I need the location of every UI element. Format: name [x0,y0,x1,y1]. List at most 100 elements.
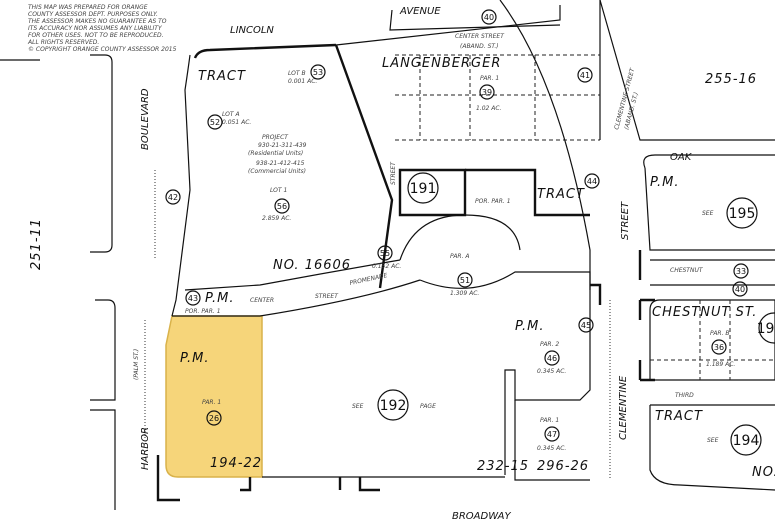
street-label-center: CENTER STREET [455,33,505,40]
tract-label: TRACT [198,69,246,84]
disclaimer-line: ALL RIGHTS RESERVED. [27,39,99,46]
map-page-number: 191 [410,181,437,197]
parcel-map-label: P.M. [515,319,545,334]
tract-number-label: NO. 16606 [273,258,351,273]
see-label: SEE [352,403,364,410]
map-page-195[interactable]: 195 [726,197,758,229]
book-page-ref: 255-16 [705,72,757,87]
svg-text:39: 39 [482,88,492,97]
svg-text:47: 47 [547,430,557,439]
street-label-street-lower: STREET [315,293,339,300]
parcel-52[interactable]: 52 [207,114,223,130]
street-label-palm: (PALM ST.) [133,349,140,380]
street-label-harbor: HARBOR [140,427,151,470]
acreage: 1.309 AC. [450,290,479,297]
street-label-avenue: AVENUE [399,6,441,17]
parcel-label: PAR. A [450,253,470,260]
project-apn: 938-21-412-415 [256,160,305,167]
parcel-36[interactable]: 36 [711,339,727,355]
map-page-number: 192 [380,398,407,414]
tract-label: TRACT [537,187,585,202]
project-apn: 930-21-311-439 [258,142,307,149]
parcel-label: PAR. 1 [540,417,559,424]
street-label-lincoln: LINCOLN [230,25,274,36]
lot-label: LOT A [222,111,240,118]
parcel-40b[interactable]: 40 [732,281,748,297]
parcel-label: POR. PAR. 1 [185,308,221,315]
parcel-43[interactable]: 43 [185,290,201,306]
street-label-oak: OAK [670,152,693,163]
street-label-street-mid: STREET [390,161,397,185]
page-label: PAGE [420,403,436,410]
disclaimer-line: THIS MAP WAS PREPARED FOR ORANGE [28,4,148,11]
langenberger-label: LANGENBERGER [382,56,501,71]
svg-text:53: 53 [313,68,323,77]
svg-text:40: 40 [484,13,494,22]
svg-text:43: 43 [188,294,198,303]
parcel-label: PAR. B [710,330,730,337]
parcel-33[interactable]: 33 [733,263,749,279]
parcel-55[interactable]: 55 [377,245,393,261]
book-page-ref: 251-11 [29,218,44,270]
parcel-44[interactable]: 44 [584,173,600,189]
street-label-boulevard: BOULEVARD [140,88,151,150]
parcel-45[interactable]: 45 [578,317,594,333]
svg-text:26: 26 [209,414,219,423]
parcel-40[interactable]: 40 [481,9,497,25]
svg-text:33: 33 [736,267,746,276]
street-label-aband: (ABAND. ST.) [460,43,499,50]
acreage: 0.152 AC. [372,263,401,270]
street-label-broadway: BROADWAY [452,511,511,520]
map-page-number: 195 [729,206,756,222]
parcel-46[interactable]: 46 [544,350,560,366]
disclaimer-line: FOR OTHER USES. NOT TO BE REPRODUCED. [28,32,164,39]
project-note: (Commercial Units) [248,168,306,175]
book-page-ref: 296-26 [537,459,589,474]
parcel-39[interactable]: 39 [479,84,495,100]
book-page-ref: 194-22 [210,456,262,471]
svg-text:55: 55 [380,249,390,258]
map-page-191[interactable]: 191 [407,172,439,204]
parcel-56[interactable]: 56 [274,198,290,214]
acreage: 0.345 AC. [537,368,566,375]
svg-text:56: 56 [277,202,287,211]
acreage: 0.051 AC. [222,119,251,126]
svg-text:41: 41 [580,71,590,80]
map-page-193[interactable]: 193 [757,312,775,344]
parcel-47[interactable]: 47 [544,426,560,442]
disclaimer-line: © COPYRIGHT ORANGE COUNTY ASSESSOR 2015 [28,46,177,53]
parcel-41[interactable]: 41 [577,67,593,83]
highlighted-parcel[interactable] [165,315,263,478]
parcel-map-label: P.M. [180,351,210,366]
svg-text:44: 44 [587,177,597,186]
parcel-53[interactable]: 53 [310,64,326,80]
map-page-194[interactable]: 194 [730,424,762,456]
svg-text:36: 36 [714,343,724,352]
map-page-192[interactable]: 192 [377,389,409,421]
parcel-map-label: P.M. [650,175,680,190]
parcel-42[interactable]: 42 [165,189,181,205]
parcel-label: POR. PAR. 1 [475,198,511,205]
street-label-chestnut: CHESTNUT [670,267,704,274]
see-label: SEE [702,210,714,217]
street-label-center-lower: CENTER [250,297,274,304]
parcel-numbers: 40 41 39 53 52 42 56 55 51 44 43 26 45 4… [165,9,749,442]
acreage: 0.001 AC. [288,78,317,85]
parcel-51[interactable]: 51 [457,272,473,288]
svg-text:52: 52 [210,118,220,127]
project-note: (Residential Units) [248,150,303,157]
book-page-ref: 232-15 [477,459,529,474]
svg-text:42: 42 [168,193,178,202]
svg-text:45: 45 [581,321,591,330]
acreage: 0.345 AC. [537,445,566,452]
parcel-26[interactable]: 26 [206,410,222,426]
map-page-number: 193 [757,321,775,337]
lot-label: LOT 1 [270,187,287,194]
street-label-clementine: CLEMENTINE [618,375,629,440]
svg-text:40: 40 [735,285,745,294]
street-label-third: THIRD [675,392,694,399]
parcel-label: PAR. 1 [202,399,221,406]
parcel-map-label: P.M. [205,291,235,306]
